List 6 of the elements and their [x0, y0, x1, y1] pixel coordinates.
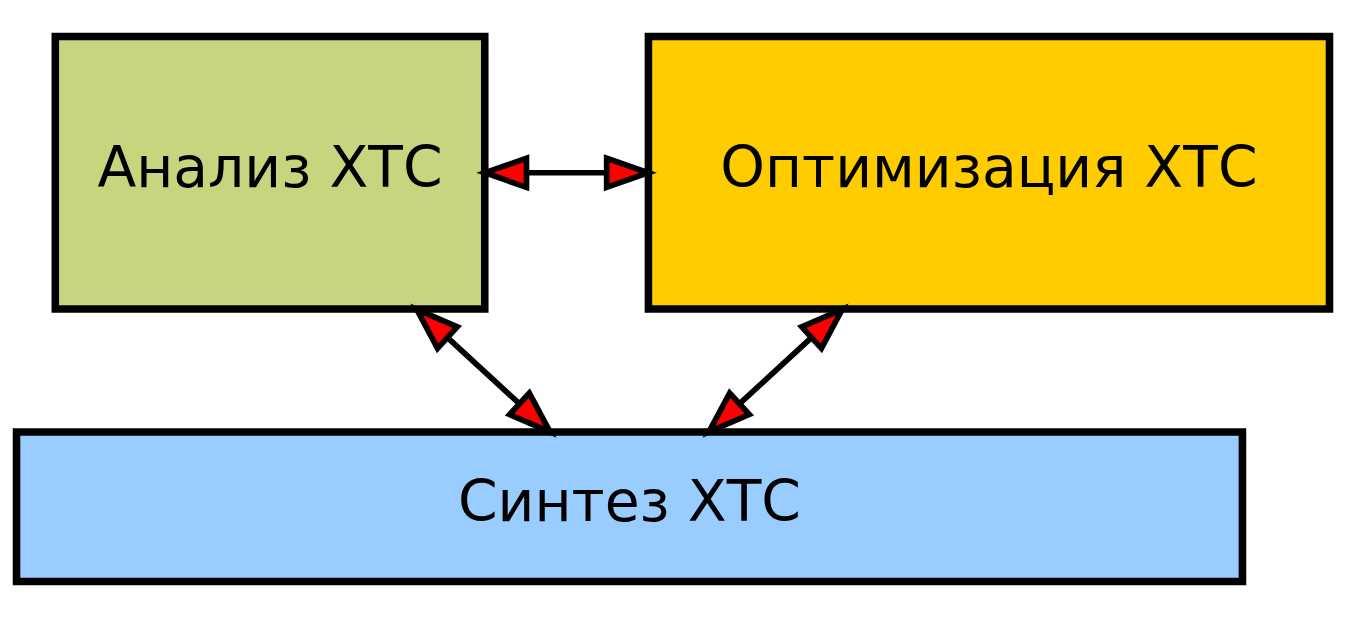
- arrow: [410, 303, 557, 438]
- arrow: [702, 303, 849, 438]
- node-box: Синтез ХТС: [12, 427, 1247, 585]
- node-box: Анализ ХТС: [51, 32, 489, 313]
- arrow: [476, 153, 657, 191]
- node-box: Оптимизация ХТС: [644, 32, 1334, 313]
